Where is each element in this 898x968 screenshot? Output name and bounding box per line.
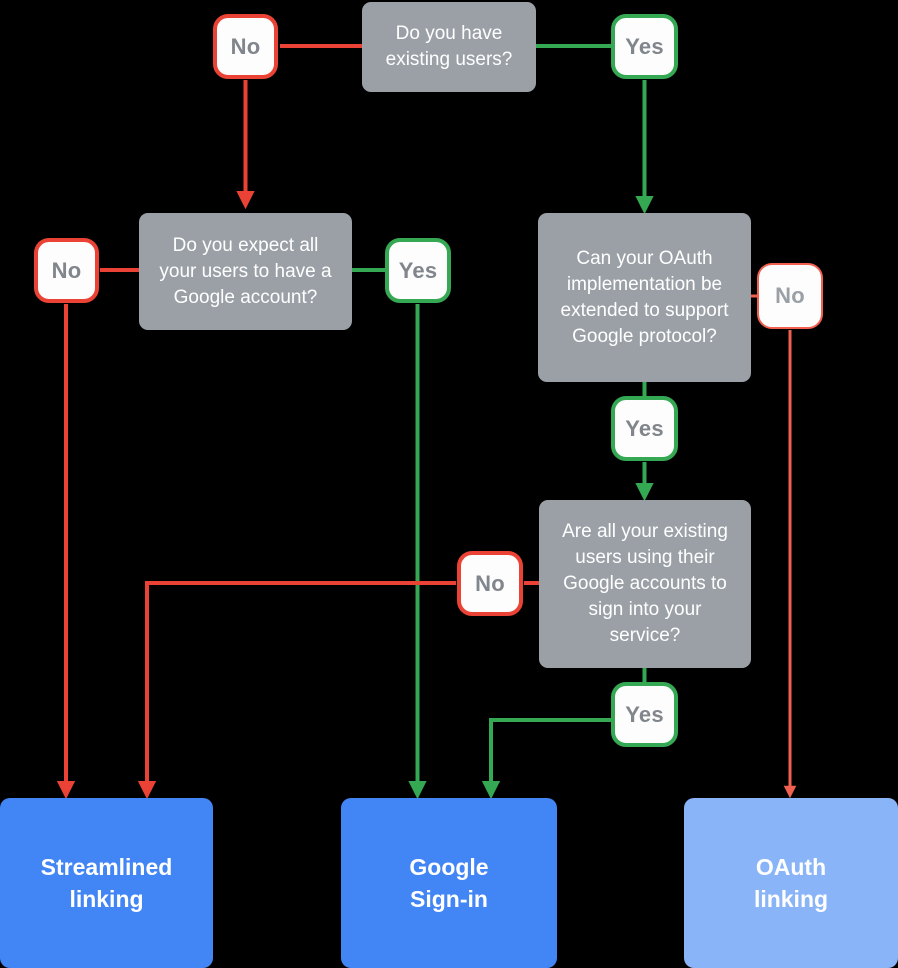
answer-badge-q4-yes[interactable]: Yes bbox=[611, 682, 678, 747]
answer-badge-q2-no[interactable]: No bbox=[34, 238, 99, 303]
question-text: Are all your existing users using their … bbox=[562, 521, 728, 646]
edge-q4-yes-to-google bbox=[481, 718, 611, 800]
answer-badge-label: Yes bbox=[625, 33, 664, 59]
answer-badge-label: No bbox=[230, 33, 261, 59]
answer-badge-q3-yes[interactable]: Yes bbox=[611, 396, 678, 461]
outcome-node-streamlined-linking[interactable]: Streamlined linking bbox=[0, 798, 213, 968]
question-node-existing-users[interactable]: Do you have existing users? bbox=[362, 2, 536, 92]
outcome-label-line2: linking bbox=[69, 886, 144, 912]
answer-badge-label: No bbox=[51, 257, 82, 283]
question-text: Do you have existing users? bbox=[385, 23, 513, 70]
question-text: Do you expect all your users to have a G… bbox=[159, 234, 332, 308]
answer-badge-label: No bbox=[475, 570, 505, 596]
question-node-existing-google-signin[interactable]: Are all your existing users using their … bbox=[539, 500, 751, 668]
answer-badge-q4-no[interactable]: No bbox=[457, 551, 523, 616]
question-text: Can your OAuth implementation be extende… bbox=[560, 247, 729, 347]
edge-q4-no-to-streamlined bbox=[137, 581, 456, 800]
answer-badge-q1-no[interactable]: No bbox=[213, 14, 278, 79]
outcome-label-line1: Streamlined bbox=[40, 854, 173, 880]
outcome-label-line2: Sign-in bbox=[410, 886, 488, 912]
answer-badge-label: No bbox=[775, 283, 805, 308]
outcome-node-oauth-linking[interactable]: OAuth linking bbox=[684, 798, 898, 968]
question-node-oauth-extendable[interactable]: Can your OAuth implementation be extende… bbox=[538, 213, 751, 382]
outcome-node-google-sign-in[interactable]: Google Sign-in bbox=[341, 798, 557, 968]
question-node-google-account[interactable]: Do you expect all your users to have a G… bbox=[139, 213, 352, 330]
outcome-label-line1: Google bbox=[409, 854, 489, 880]
answer-badge-label: Yes bbox=[398, 257, 438, 283]
answer-badge-q2-yes[interactable]: Yes bbox=[385, 238, 451, 303]
answer-badge-q3-no[interactable]: No bbox=[757, 263, 823, 329]
outcome-label-line2: linking bbox=[753, 886, 829, 912]
answer-badge-label: Yes bbox=[625, 701, 664, 727]
answer-badge-label: Yes bbox=[625, 415, 664, 441]
answer-badge-q1-yes[interactable]: Yes bbox=[611, 14, 678, 79]
outcome-label-line1: OAuth bbox=[755, 854, 827, 880]
